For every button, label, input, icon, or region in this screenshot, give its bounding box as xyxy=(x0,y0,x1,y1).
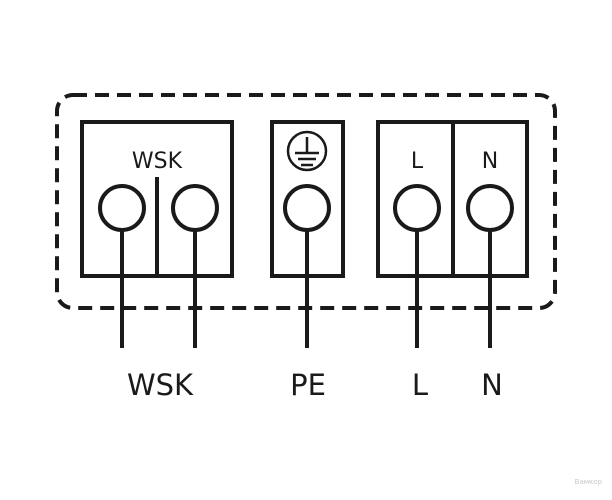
wire-label-l: L xyxy=(412,368,428,402)
watermark: Вамкор xyxy=(574,478,602,486)
l-block-label: L xyxy=(411,149,424,174)
wsk-terminal-2 xyxy=(171,184,219,232)
n-block-label: N xyxy=(482,149,498,174)
wire-label-n: N xyxy=(481,368,503,402)
wsk-terminal-1 xyxy=(98,184,146,232)
ground-icon xyxy=(286,130,328,172)
wire-label-pe: PE xyxy=(290,368,326,402)
n-terminal xyxy=(466,184,514,232)
wsk-block-label: WSK xyxy=(132,149,183,174)
l-terminal xyxy=(393,184,441,232)
pe-terminal xyxy=(283,184,331,232)
wire-label-wsk: WSK xyxy=(127,368,194,402)
